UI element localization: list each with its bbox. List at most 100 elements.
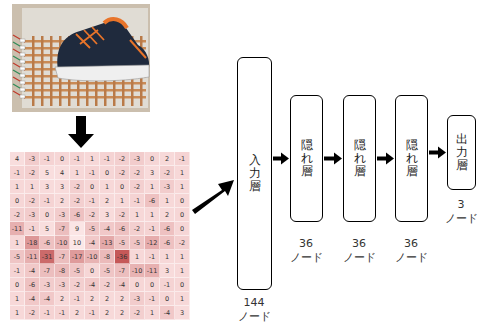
cell-value: 1 [15,239,19,247]
heatmap-cell: 2 [160,208,175,222]
cell-value: -11 [12,225,23,233]
heatmap-cell: 2 [55,194,70,208]
heatmap-cell: -3 [25,152,40,166]
heatmap-cell: 3 [100,208,115,222]
heatmap-cell: -1 [40,194,55,208]
cell-value: 2 [105,197,109,205]
heatmap-cell: 2 [160,152,175,166]
cell-value: 2 [105,309,109,317]
heatmap-cell: -2 [25,166,40,180]
cell-value: -6 [164,225,170,233]
heatmap-cell: -2 [175,236,190,250]
heatmap-cell: -1 [85,166,100,180]
cell-value: 1 [15,295,19,303]
heatmap-cell: 3 [40,180,55,194]
heatmap-cell: -1 [145,222,160,236]
cell-value: 1 [105,183,109,191]
cell-value: -2 [134,183,140,191]
heatmap-cell: 1 [70,166,85,180]
wire [13,42,25,49]
heatmap-cell: 1 [145,180,160,194]
cell-value: 0 [150,281,154,289]
heatmap-cell: -2 [160,166,175,180]
heatmap-cell: 1 [145,306,160,320]
cell-value: 2 [60,295,64,303]
heatmap-cell: 0 [10,194,25,208]
heatmap-cell: 1 [160,194,175,208]
cell-value: -1 [14,169,20,177]
heatmap-cell: -7 [55,222,70,236]
heatmap-cell: 2 [100,306,115,320]
heatmap-cell: 1 [145,208,160,222]
heatmap-cell: 3 [55,180,70,194]
cell-value: 0 [105,169,109,177]
cell-value: 1 [180,267,184,275]
cell-value: 1 [135,211,139,219]
cell-value: 2 [105,295,109,303]
layer-box: 隠れ層 [290,95,323,222]
cell-value: 0 [180,197,184,205]
heatmap-cell: 2 [85,292,100,306]
heatmap-cell: -4 [40,292,55,306]
cell-value: -6 [29,281,35,289]
cell-value: 10 [73,239,81,247]
clip [20,60,25,63]
arrow-shaft [273,157,282,161]
layer-arrow [324,153,342,165]
layer-name: 隠れ層 [354,139,366,179]
heatmap-cell: 2 [100,292,115,306]
cell-value: -1 [179,155,185,163]
heatmap-cell: -4 [160,306,175,320]
cell-value: -6 [119,225,125,233]
cell-value: 0 [165,295,169,303]
arrow-shaft [324,157,335,161]
heatmap-cell: 1 [25,180,40,194]
clip [20,88,25,91]
cell-value: -2 [134,309,140,317]
shoe-upper [57,20,149,70]
heatmap-cell: -18 [25,236,40,250]
copper-strip [41,36,44,106]
heatmap-cell: -7 [55,250,70,264]
cell-value: -2 [164,169,170,177]
copper-strip [32,36,35,106]
clip [20,95,25,98]
cell-value: -1 [14,267,20,275]
cell-value: -1 [89,309,95,317]
arrow-shaft [377,157,387,161]
heatmap-cell: 1 [175,264,190,278]
layer-name: 隠れ層 [301,139,313,179]
cell-value: -1 [134,197,140,205]
heatmap-cell: -1 [100,152,115,166]
heatmap-cell: 2 [115,306,130,320]
heatmap-cell: -3 [55,208,70,222]
heatmap-cell: -2 [70,180,85,194]
cell-value: 1 [30,183,34,191]
arrow-head [281,153,289,165]
heatmap-cell: -1 [10,166,25,180]
cell-value: 4 [60,169,64,177]
block-arrow [192,180,234,214]
cell-value: -1 [149,253,155,261]
heatmap-cell: -7 [115,264,130,278]
cell-value: -2 [104,281,110,289]
heatmap-cell: 0 [175,194,190,208]
cell-value: 0 [90,183,94,191]
heatmap-cell: -8 [100,250,115,264]
heatmap-cell: -1 [40,306,55,320]
cell-value: -1 [29,225,35,233]
layer-arrow [273,153,289,165]
heatmap-cell: -6 [70,208,85,222]
arrow-shaft [429,151,439,155]
cell-value: 2 [120,295,124,303]
cell-value: 2 [75,309,79,317]
cell-value: 1 [165,253,169,261]
heatmap-cell: 1 [10,180,25,194]
cell-value: -3 [29,155,35,163]
heatmap-cell: -13 [100,236,115,250]
cell-value: -1 [44,197,50,205]
cell-value: -1 [44,309,50,317]
cell-value: 2 [165,211,169,219]
cell-value: -17 [72,253,83,261]
cell-value: -2 [134,225,140,233]
